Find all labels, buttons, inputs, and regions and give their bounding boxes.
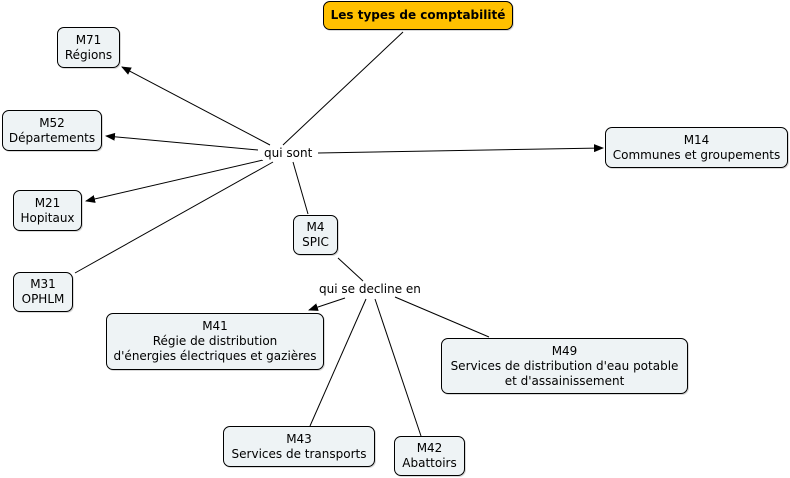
edge-to-m52 xyxy=(105,132,259,151)
node-m14-code: M14 xyxy=(683,132,710,147)
link-label-qui-se-decline-en: qui se decline en xyxy=(317,282,423,296)
root-label: Les types de comptabilité xyxy=(330,8,506,22)
node-m43-code: M43 xyxy=(286,431,312,446)
node-m21-label: Hopitaux xyxy=(20,210,75,225)
node-m21-code: M21 xyxy=(34,195,61,210)
node-m31-code: M31 xyxy=(30,277,56,291)
node-m42[interactable]: M42 Abattoirs xyxy=(394,436,465,476)
edge-to-m49 xyxy=(394,296,490,338)
node-m43[interactable]: M43 Services de transports xyxy=(223,426,375,467)
link-label-qui-sont: qui sont xyxy=(262,146,315,160)
edge-to-m71 xyxy=(121,66,271,146)
root-node[interactable]: Les types de comptabilité xyxy=(323,1,513,30)
node-m49-line-1: Services de distribution d'eau potable xyxy=(450,358,679,373)
node-m71-label: Régions xyxy=(64,47,113,62)
node-m43-label: Services de transports xyxy=(231,446,367,461)
edge-to-m21 xyxy=(85,159,264,203)
node-m49-code: M49 xyxy=(551,343,578,358)
node-m41-code: M41 xyxy=(202,319,228,333)
node-m4-code: M4 xyxy=(306,220,325,234)
edge-to-m4 xyxy=(292,161,309,215)
node-m71-code: M71 xyxy=(75,32,102,47)
node-m49[interactable]: M49 Services de distribution d'eau potab… xyxy=(441,338,688,394)
edge-to-m41 xyxy=(308,297,346,311)
node-m71[interactable]: M71 Régions xyxy=(57,27,120,68)
node-m52-code: M52 xyxy=(39,115,65,130)
node-m42-code: M42 xyxy=(416,441,443,455)
node-m41-line-1: Régie de distribution xyxy=(152,334,278,348)
node-m49-line-2: et d'assainissement xyxy=(504,373,625,388)
edge-to-m14 xyxy=(317,144,604,154)
node-m21[interactable]: M21 Hopitaux xyxy=(13,190,82,231)
edge-to-m42 xyxy=(374,298,422,437)
node-m41-line-2: d'énergies électriques et gazières xyxy=(113,349,317,363)
edge-to-m43 xyxy=(309,298,367,427)
node-m52-label: Départements xyxy=(8,130,96,145)
edge-m4-to-decline xyxy=(337,257,364,282)
node-m42-label: Abattoirs xyxy=(402,456,457,470)
node-m4-label: SPIC xyxy=(302,235,329,249)
node-m31[interactable]: M31 OPHLM xyxy=(13,272,73,312)
edge-to-m31 xyxy=(74,161,274,274)
node-m41[interactable]: M41 Régie de distribution d'énergies éle… xyxy=(106,313,324,370)
node-m31-label: OPHLM xyxy=(21,292,65,306)
node-m14-label: Communes et groupements xyxy=(612,147,781,162)
node-m4[interactable]: M4 SPIC xyxy=(293,215,338,255)
node-m14[interactable]: M14 Communes et groupements xyxy=(605,127,788,168)
node-m52[interactable]: M52 Départements xyxy=(2,110,102,151)
edge-root-to-qui-sont xyxy=(282,31,404,146)
